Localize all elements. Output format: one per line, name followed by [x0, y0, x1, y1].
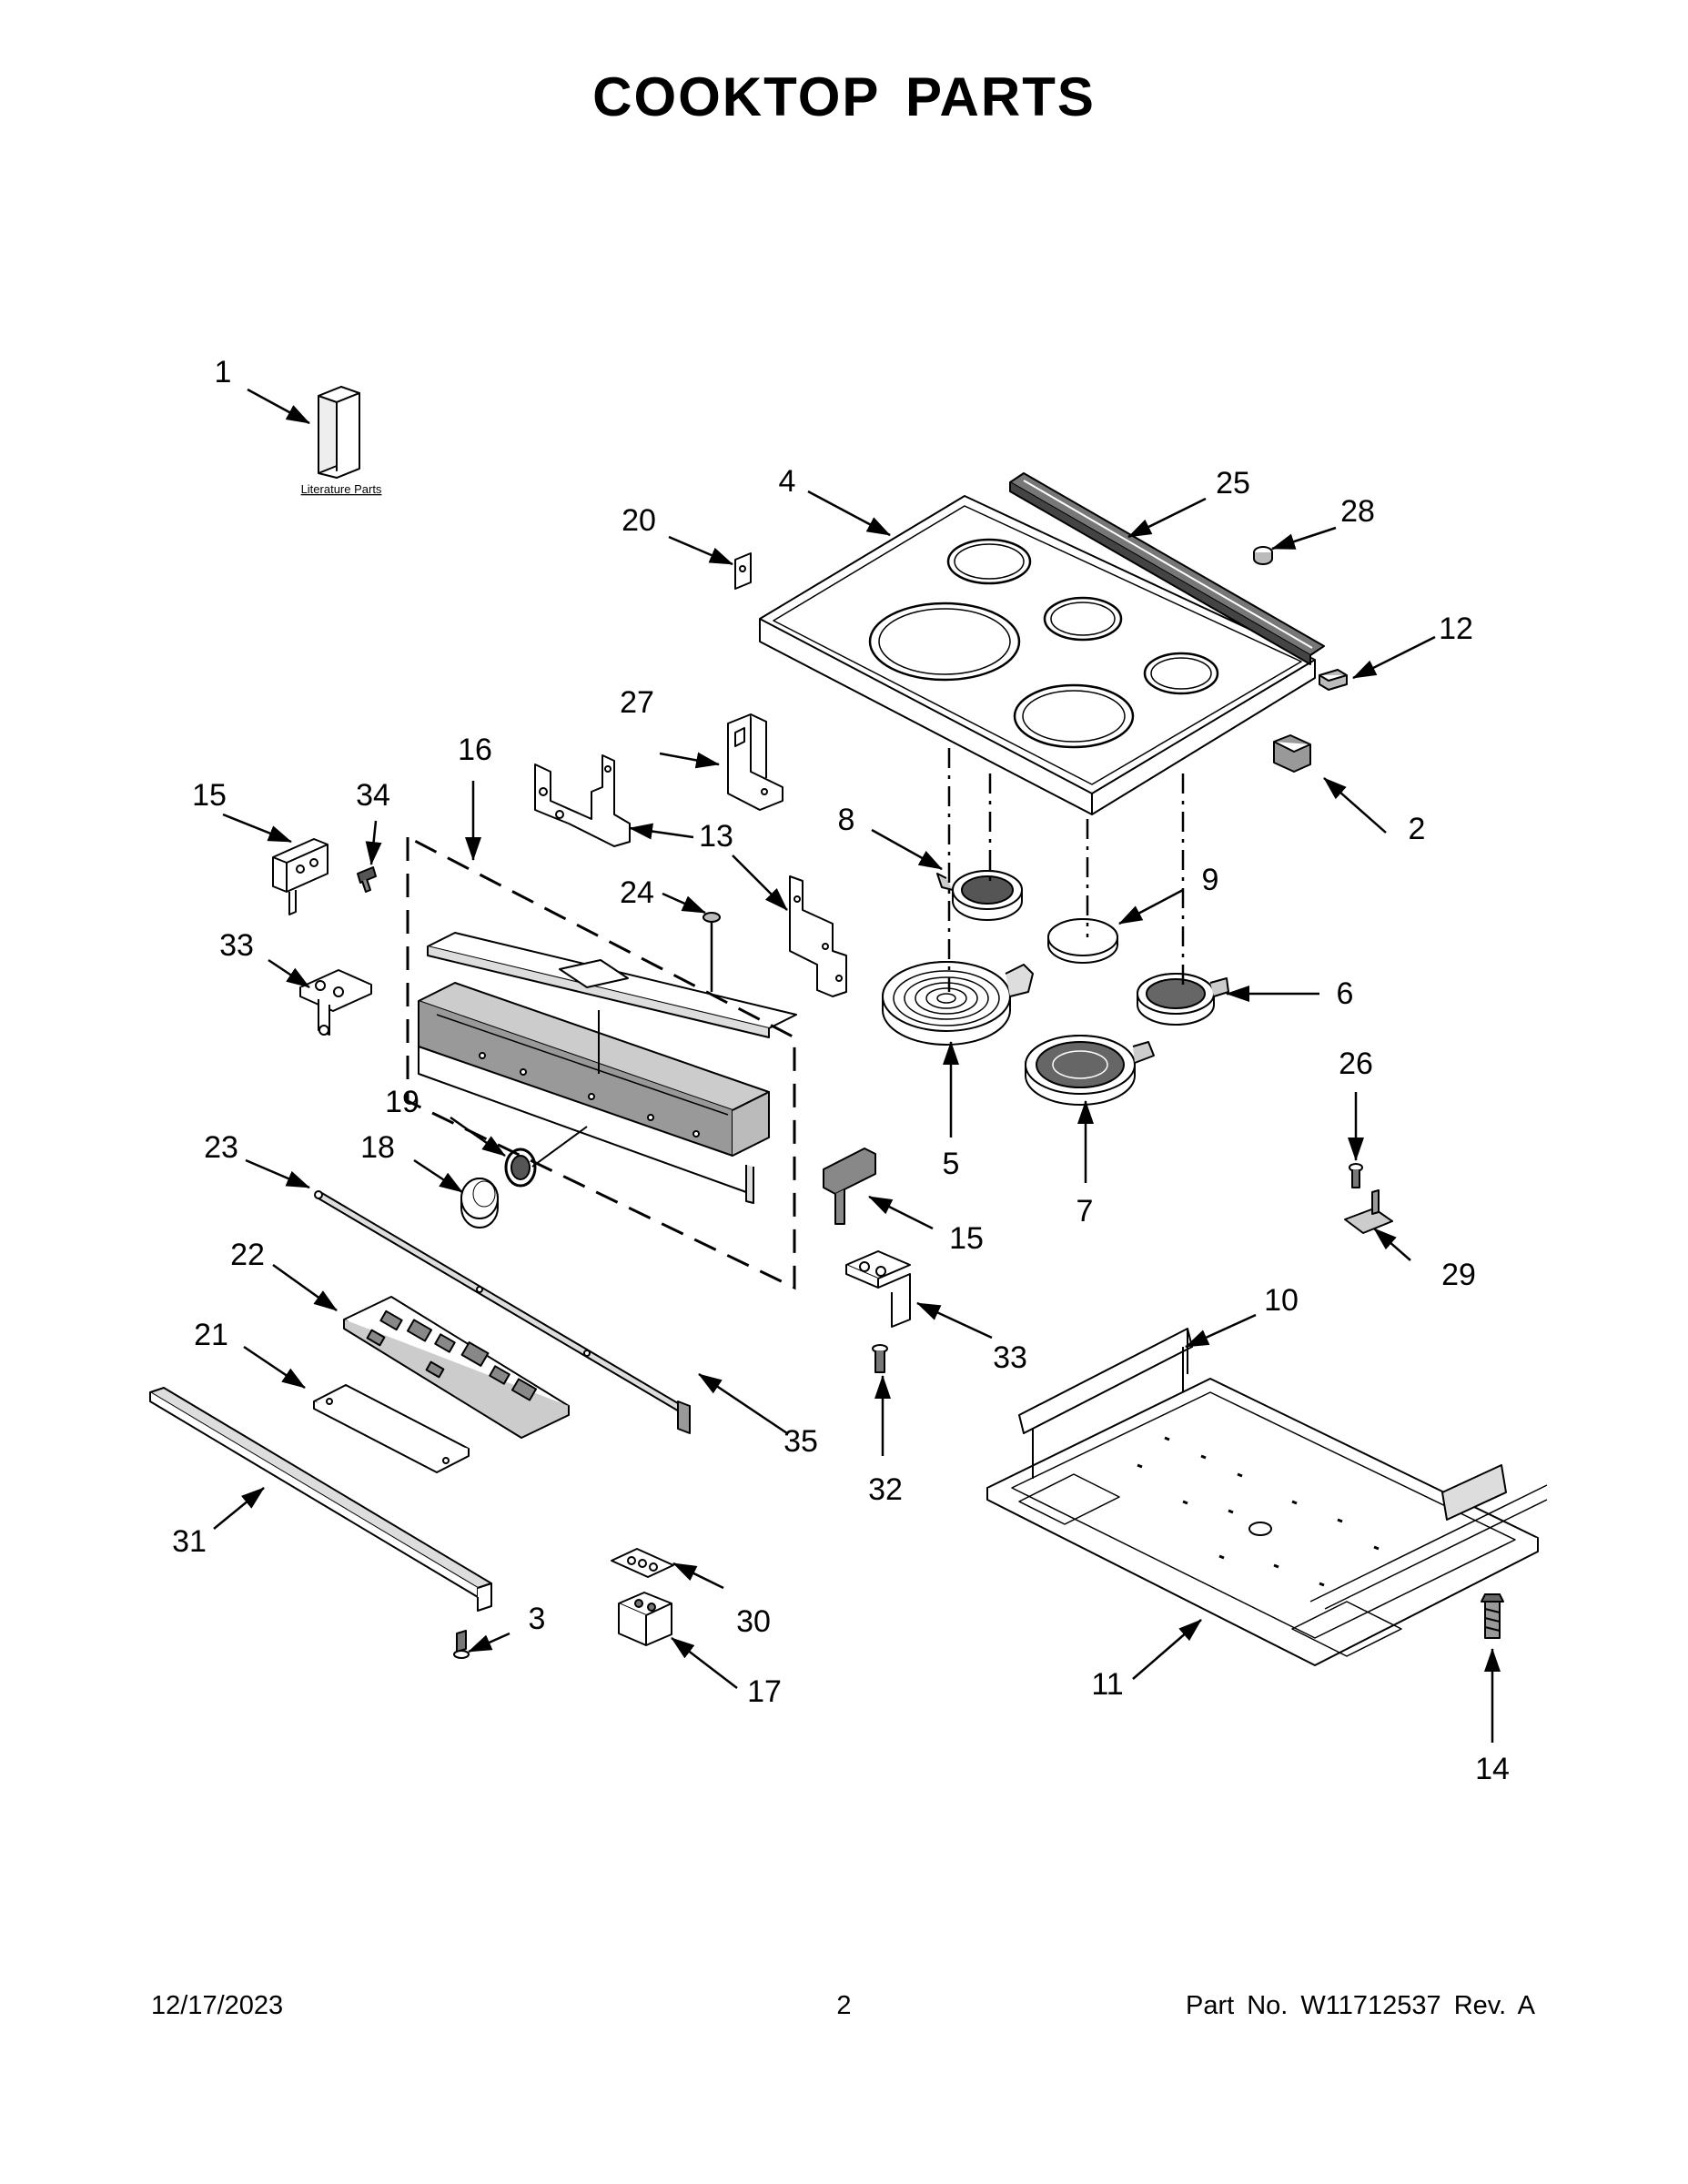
part-glass-cooktop — [759, 495, 1316, 815]
callout-14: 14 — [1475, 1752, 1510, 1786]
part-grommet — [1253, 546, 1273, 565]
callout-3: 3 — [529, 1602, 546, 1636]
part-disc-9 — [1047, 918, 1118, 964]
literature-parts-label: Literature Parts — [301, 482, 382, 496]
callout-4: 4 — [779, 464, 796, 499]
callout-29: 29 — [1441, 1258, 1476, 1292]
callout-15-right: 15 — [949, 1221, 984, 1256]
callout-22: 22 — [230, 1238, 265, 1272]
part-bracket-27 — [727, 713, 783, 811]
part-terminal-block — [618, 1592, 672, 1646]
part-bracket-33-right — [845, 1250, 911, 1328]
part-pad-20 — [734, 552, 752, 590]
part-screw-32 — [872, 1344, 888, 1373]
callout-16: 16 — [458, 733, 492, 767]
callout-17: 17 — [747, 1674, 782, 1709]
leader-arrows — [213, 388, 1501, 1743]
callout-27: 27 — [620, 685, 654, 720]
callout-7: 7 — [1076, 1194, 1094, 1228]
callout-19: 19 — [385, 1085, 419, 1119]
part-knob — [460, 1178, 499, 1228]
callout-15-left: 15 — [192, 778, 227, 813]
callout-8: 8 — [838, 803, 855, 837]
part-screw-3 — [453, 1630, 470, 1659]
part-screw-34 — [357, 866, 377, 893]
part-clip-12 — [1319, 669, 1348, 691]
part-burner-box — [986, 1378, 1548, 1666]
callout-20: 20 — [622, 503, 656, 538]
part-heat-shield — [1018, 1328, 1193, 1479]
callout-10: 10 — [1264, 1283, 1299, 1318]
part-rod — [314, 1190, 691, 1434]
callout-12: 12 — [1439, 612, 1473, 646]
part-bracket-33-left — [299, 969, 372, 1036]
footer-date: 12/17/2023 — [151, 1991, 284, 2020]
callout-6: 6 — [1337, 976, 1354, 1011]
part-element-right — [1137, 973, 1229, 1026]
alignment-lines — [947, 748, 1185, 992]
callout-11: 11 — [1091, 1667, 1123, 1702]
part-rear-vent-trim — [1009, 472, 1325, 665]
part-element-medium — [1025, 1035, 1155, 1106]
part-element-large — [882, 961, 1034, 1046]
callout-32: 32 — [868, 1472, 903, 1507]
part-switch-2 — [1273, 734, 1311, 773]
part-control-panel-assembly — [418, 932, 797, 1204]
callout-28: 28 — [1340, 494, 1375, 529]
callout-1: 1 — [215, 355, 232, 389]
part-screw-26 — [1349, 1163, 1363, 1188]
part-element-small — [936, 870, 1023, 921]
part-bracket-15-right — [823, 1148, 876, 1225]
callout-25: 25 — [1216, 466, 1250, 500]
part-bracket-13-lower — [789, 875, 847, 997]
callout-31: 31 — [172, 1524, 207, 1559]
part-bracket-15-left — [272, 838, 329, 915]
part-knob-ring — [504, 1148, 537, 1188]
part-control-board — [343, 1296, 570, 1439]
footer-part-number: Part No. W11712537 Rev. A — [1185, 1991, 1535, 2020]
callout-24: 24 — [620, 875, 654, 910]
callout-2: 2 — [1409, 812, 1426, 846]
callout-23: 23 — [204, 1130, 238, 1165]
part-board-shield — [313, 1384, 470, 1473]
callout-30: 30 — [736, 1604, 771, 1639]
callout-33-right: 33 — [993, 1340, 1027, 1375]
assembly-16-boundary — [406, 835, 796, 1290]
callout-26: 26 — [1339, 1046, 1373, 1081]
part-bracket-13-upper — [534, 754, 631, 847]
part-literature-booklet — [318, 386, 360, 479]
footer-page-number: 2 — [836, 1991, 852, 2020]
part-bolt-14 — [1481, 1593, 1504, 1639]
callout-33-left: 33 — [219, 928, 254, 963]
part-front-trim — [149, 1387, 492, 1612]
callout-13: 13 — [699, 819, 733, 854]
callout-5: 5 — [943, 1147, 960, 1181]
page-title: COOKTOP PARTS — [592, 66, 1096, 127]
callout-18: 18 — [360, 1130, 395, 1165]
callout-35: 35 — [783, 1424, 818, 1459]
callout-21: 21 — [194, 1318, 228, 1352]
part-post-24 — [702, 912, 721, 992]
part-clip-29 — [1344, 1189, 1393, 1234]
callout-9: 9 — [1202, 863, 1219, 897]
callout-34: 34 — [356, 778, 390, 813]
part-plate-30 — [611, 1548, 674, 1578]
